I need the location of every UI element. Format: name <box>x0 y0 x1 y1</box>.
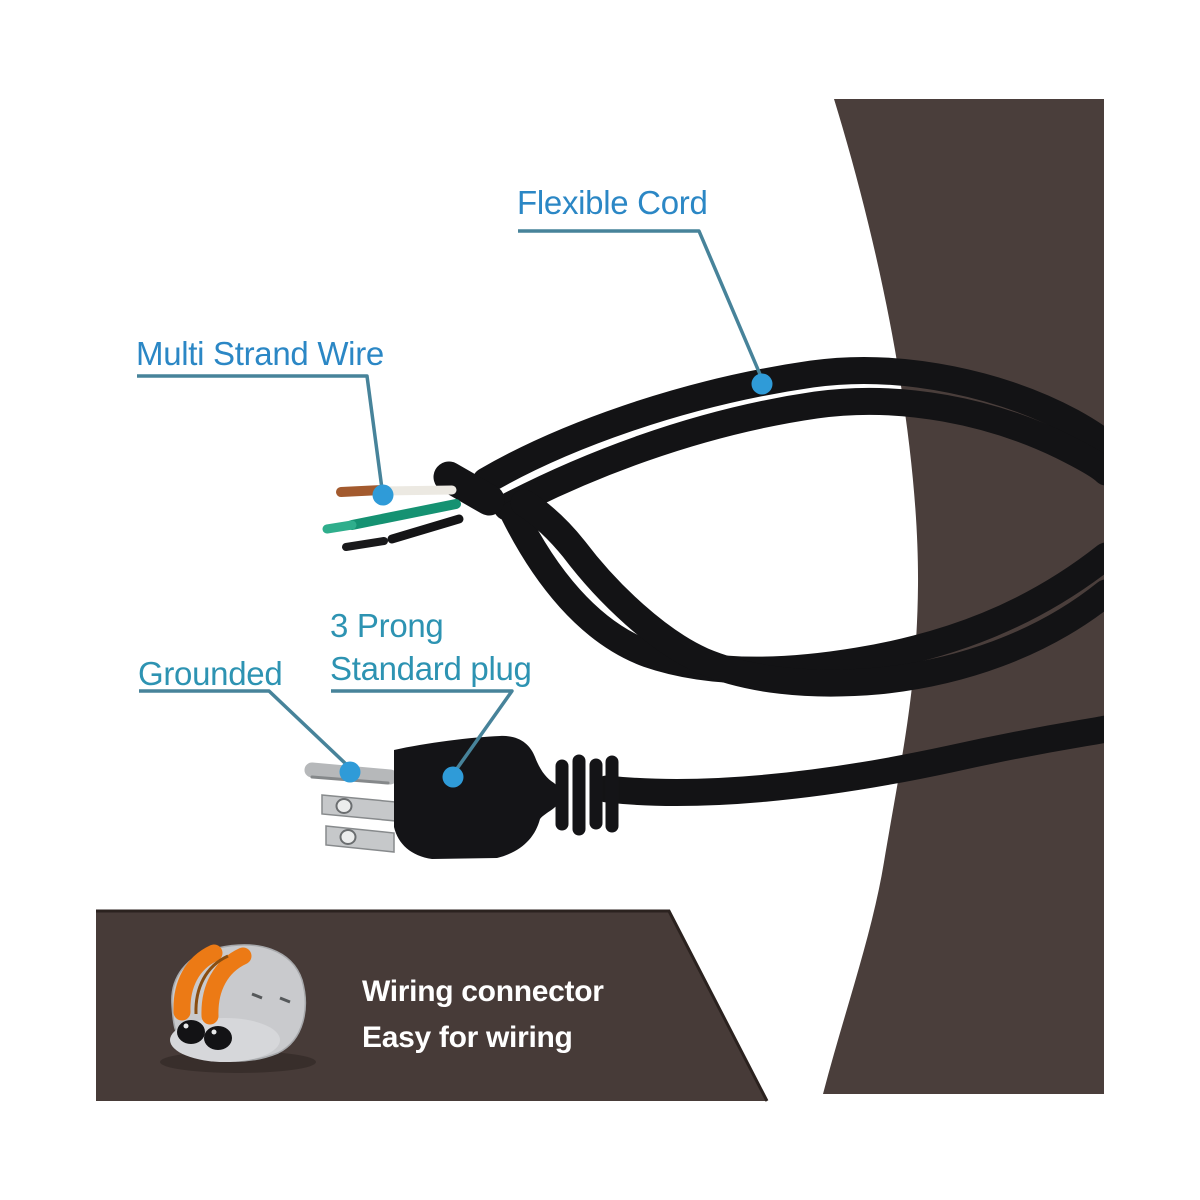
cord-top-strand-inner <box>493 387 1104 521</box>
stripped-wires <box>322 485 464 551</box>
plug <box>304 735 619 859</box>
leader-flexible-cord <box>518 229 764 380</box>
info-panel-top-edge <box>96 909 769 1102</box>
info-panel-text: Wiring connector Easy for wiring <box>362 969 604 1061</box>
info-panel-line2: Easy for wiring <box>362 1021 573 1054</box>
connector-lever-right <box>201 947 252 1025</box>
leader-lines <box>137 229 764 772</box>
callout-three-prong: 3 Prong Standard plug <box>330 604 532 690</box>
connector-wire-hole-right <box>204 1026 232 1050</box>
callout-three-prong-line1: 3 Prong <box>330 607 444 644</box>
dot-three-prong <box>442 766 464 788</box>
connector-markings <box>251 992 291 1004</box>
cord-bottom-strand-inner <box>510 489 1104 697</box>
neutral-blade-hole <box>335 798 353 814</box>
dot-grounded <box>339 761 361 783</box>
callout-multi-strand-wire: Multi Strand Wire <box>136 335 384 372</box>
hot-blade <box>325 825 395 853</box>
connector-lever-gap <box>194 954 229 1015</box>
plug-body <box>394 735 560 859</box>
strain-relief-ribs <box>555 754 619 836</box>
wire-black <box>387 514 464 544</box>
connector-levers <box>173 944 252 1025</box>
connector-lever-left <box>173 944 223 1021</box>
wire-white <box>377 485 457 496</box>
power-cord <box>433 357 1104 806</box>
callout-three-prong-line2: Standard plug <box>330 650 532 687</box>
wiring-connector-illustration <box>160 944 316 1073</box>
leader-grounded <box>139 689 349 767</box>
callout-flexible-cord: Flexible Cord <box>517 184 708 221</box>
wire-black-tip <box>342 537 388 551</box>
wire-green <box>347 499 461 530</box>
callout-dots <box>339 373 773 788</box>
cord-top-strand-outer <box>472 357 1104 495</box>
leader-three-prong <box>331 689 514 772</box>
info-panel-line1: Wiring connector <box>362 975 604 1008</box>
wire-green-tip <box>322 520 357 534</box>
neutral-blade <box>321 794 397 822</box>
leader-multi-strand-wire <box>137 374 384 490</box>
backdrop-shape <box>823 99 1104 1094</box>
connector-wire-hole-left <box>177 1020 205 1044</box>
dot-multi-strand-wire <box>372 484 394 506</box>
hot-blade-hole <box>339 829 357 845</box>
callout-grounded: Grounded <box>138 655 283 692</box>
dot-flexible-cord <box>751 373 773 395</box>
photo-area <box>96 99 1104 1102</box>
cord-plug-lead <box>593 715 1104 806</box>
connector-hole-glint-right <box>211 1029 217 1035</box>
connector-hole-glint-left <box>183 1023 189 1029</box>
cord-jacket-end <box>433 461 505 516</box>
